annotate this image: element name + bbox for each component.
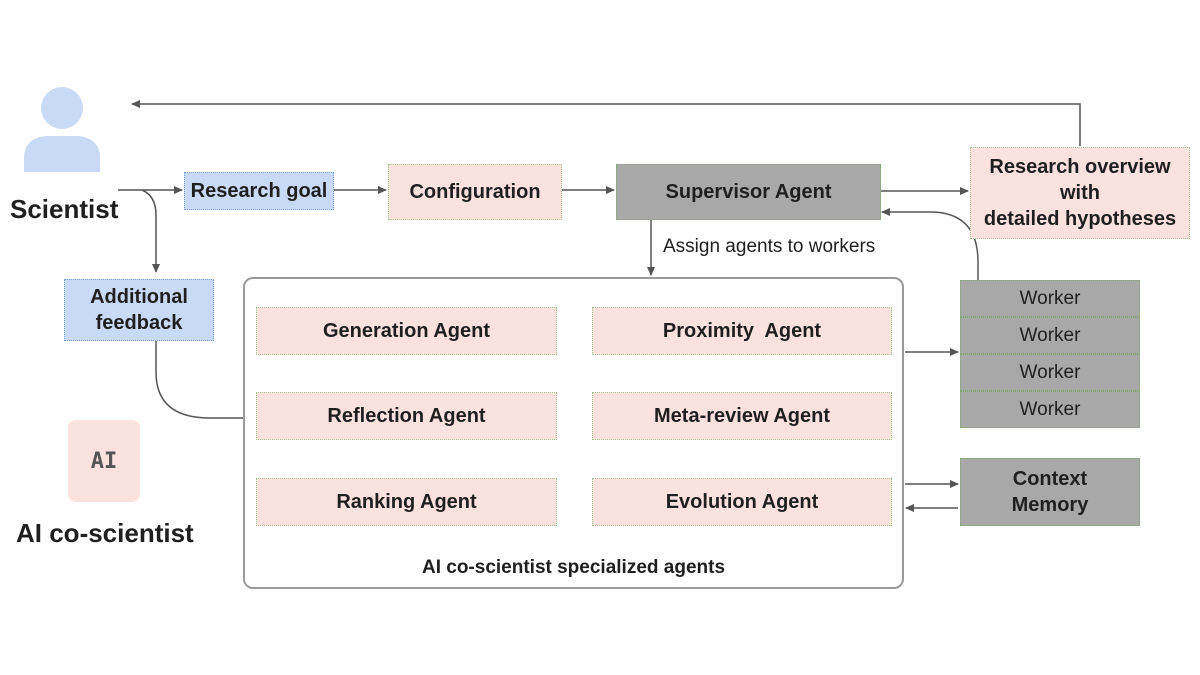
evolution-agent-label: Evolution Agent [665, 491, 819, 513]
feedback-to-reflection-arrow [155, 341, 257, 422]
meta-review-agent-label: Meta-review Agent [654, 405, 830, 427]
scientist-icon [24, 87, 100, 172]
additional-feedback-box: Additional feedback [64, 279, 214, 341]
configuration-label: Configuration [409, 181, 541, 203]
worker-box: Worker [960, 354, 1140, 391]
worker-label: Worker [1019, 398, 1081, 420]
supervisor-agent-box: Supervisor Agent [616, 164, 881, 220]
additional-feedback-line1: Additional [90, 286, 188, 308]
ai-icon-text: AI [90, 448, 118, 474]
proximity-agent-box: Proximity Agent [592, 307, 892, 355]
context-memory-line2: Memory [1011, 494, 1089, 516]
worker-box: Worker [960, 317, 1140, 354]
evolution-agent-box: Evolution Agent [592, 478, 892, 526]
research-goal-box: Research goal [184, 172, 334, 210]
generation-agent-box: Generation Agent [256, 307, 557, 355]
ranking-agent-label: Ranking Agent [336, 491, 477, 513]
return-to-scientist-arrow [131, 100, 1081, 146]
scientist-to-feedback-arrow [141, 189, 160, 273]
research-overview-line2: with [1060, 182, 1100, 204]
research-overview-line3: detailed hypotheses [983, 208, 1177, 230]
configuration-box: Configuration [388, 164, 562, 220]
ai-icon: AI [68, 420, 140, 502]
ai-co-scientist-label: AI co-scientist [16, 518, 194, 548]
panel-caption: AI co-scientist specialized agents [421, 557, 726, 578]
research-overview-line1: Research overview [989, 156, 1171, 178]
context-memory-box: Context Memory [960, 458, 1140, 526]
research-overview-box: Research overview with detailed hypothes… [970, 147, 1190, 239]
ranking-agent-box: Ranking Agent [256, 478, 557, 526]
worker-label: Worker [1019, 287, 1081, 309]
proximity-agent-label: Proximity Agent [662, 320, 822, 342]
generation-agent-label: Generation Agent [322, 320, 491, 342]
reflection-agent-label: Reflection Agent [327, 405, 486, 427]
worker-box: Worker [960, 391, 1140, 428]
additional-feedback-line2: feedback [95, 312, 183, 334]
scientist-label: Scientist [10, 194, 119, 224]
workers-to-supervisor-arrow [881, 208, 979, 280]
reflection-agent-box: Reflection Agent [256, 392, 557, 440]
context-memory-line1: Context [1012, 468, 1088, 490]
worker-label: Worker [1019, 324, 1081, 346]
assign-agents-label: Assign agents to workers [663, 236, 876, 257]
worker-box: Worker [960, 280, 1140, 317]
research-goal-label: Research goal [190, 180, 328, 202]
meta-review-agent-box: Meta-review Agent [592, 392, 892, 440]
worker-label: Worker [1019, 361, 1081, 383]
supervisor-agent-label: Supervisor Agent [665, 181, 832, 203]
